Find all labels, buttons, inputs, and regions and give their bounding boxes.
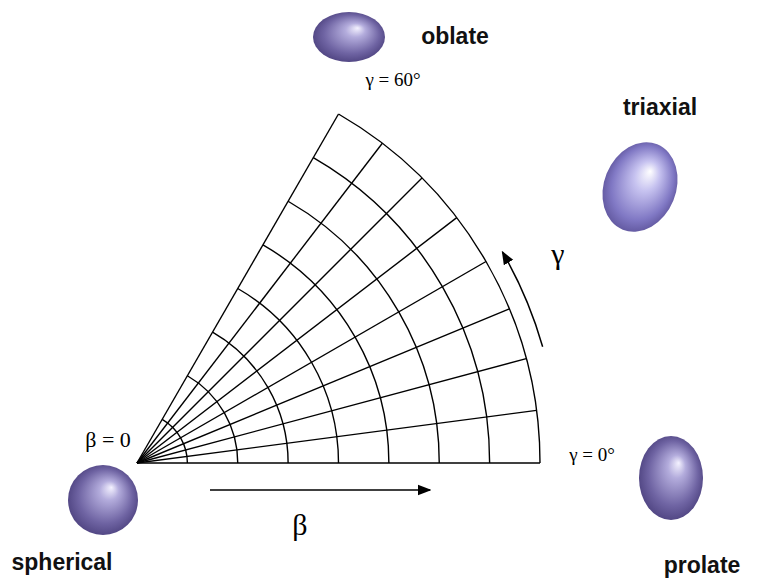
polar-grid [137,114,540,463]
oblate-shape [313,12,385,62]
shape-label: triaxial [623,95,697,120]
shape-label: spherical [12,550,113,575]
axis-end-label: β = 0 [85,428,131,452]
grid-spoke [137,178,422,463]
grid-spoke [137,143,382,463]
axis-end-label: γ = 60° [365,70,420,91]
axis-label: β [292,508,307,541]
grid-spoke [137,410,537,463]
grid-spoke [137,462,540,463]
shape-label: oblate [421,24,489,49]
spherical-shape [68,465,138,535]
grid-spoke [137,309,509,463]
beta-arrow [210,489,430,491]
axis-end-label: γ = 0° [569,445,615,466]
grid-spoke [137,359,526,463]
shape-label: prolate [664,553,741,578]
grid-spoke [137,114,339,463]
grid-spoke [137,262,486,464]
triaxial-shape [589,131,690,243]
prolate-shape [639,436,703,520]
axis-label: γ [551,237,564,270]
gamma-arrow [502,252,542,347]
